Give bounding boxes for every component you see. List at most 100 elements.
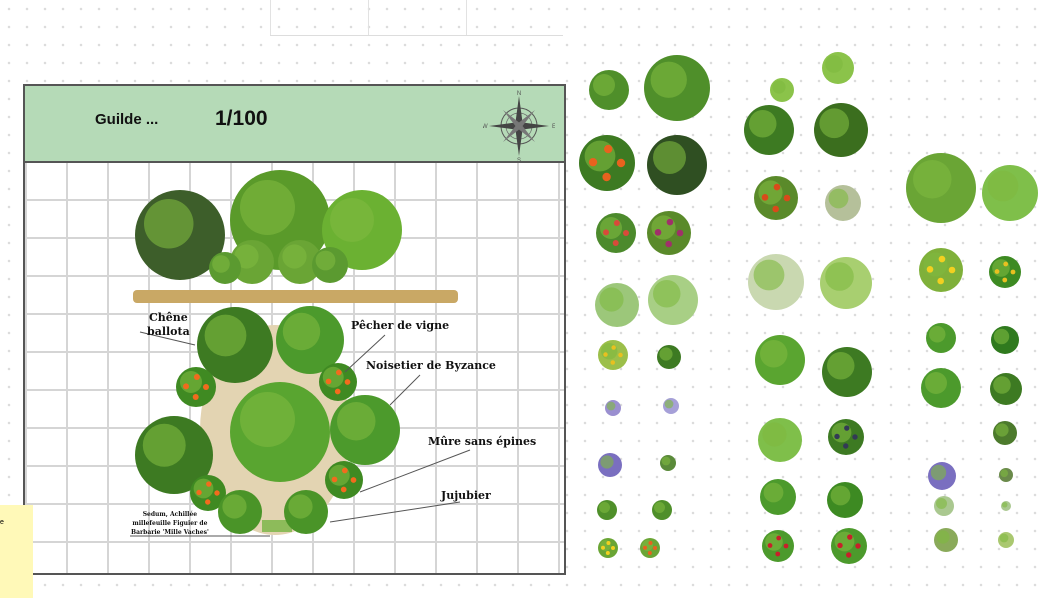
label-noisetier-de-byzance[interactable]: Noisetier de Byzance [366,359,496,372]
fruit-icon[interactable] [676,229,684,237]
plant-highlight[interactable] [995,423,1009,437]
plant-highlight[interactable] [664,399,674,409]
plant-highlight[interactable] [606,401,616,411]
fruit-icon[interactable] [612,239,619,246]
fruit-icon[interactable] [331,476,338,483]
fruit-icon[interactable] [616,158,626,168]
plant-highlight[interactable] [828,188,849,209]
plant-highlight[interactable] [144,199,194,249]
plant-highlight[interactable] [599,502,610,513]
plant-highlight[interactable] [653,141,686,174]
fruit-icon[interactable] [994,269,1000,274]
label-jujubier[interactable]: Jujubier [441,489,491,502]
fruit-icon[interactable] [926,266,934,273]
plant-highlight[interactable] [204,314,247,357]
plant-highlight[interactable] [337,402,376,441]
fruit-icon[interactable] [847,534,853,540]
fruit-icon[interactable] [855,543,861,549]
plant-highlight[interactable] [930,464,947,481]
plant-highlight[interactable] [760,340,788,368]
plant-highlight[interactable] [240,180,295,235]
fruit-icon[interactable] [601,545,606,550]
fruit-icon[interactable] [761,194,769,201]
plant-highlight[interactable] [762,422,787,447]
fruit-icon[interactable] [603,352,608,357]
plant-highlight[interactable] [330,198,374,242]
fruit-icon[interactable] [341,467,348,474]
plant-highlight[interactable] [601,343,618,360]
fruit-icon[interactable] [834,433,840,440]
fruit-icon[interactable] [654,229,662,236]
fruit-icon[interactable] [783,194,791,202]
fruit-icon[interactable] [937,277,944,285]
fruit-icon[interactable] [205,499,211,505]
label-pecher-de-vigne[interactable]: Pêcher de vigne [351,319,450,332]
ground-strip[interactable] [133,290,458,303]
plant-highlight[interactable] [993,328,1010,345]
fruit-icon[interactable] [852,434,858,440]
fruit-icon[interactable] [588,157,598,167]
fruit-icon[interactable] [196,489,202,496]
fruit-icon[interactable] [325,378,332,385]
fruit-icon[interactable] [603,229,610,236]
plant-highlight[interactable] [929,326,946,343]
fruit-icon[interactable] [203,384,209,390]
plant-highlight[interactable] [772,80,786,94]
fruit-icon[interactable] [666,218,674,226]
fruit-icon[interactable] [647,550,652,555]
sticky-note[interactable]: e [0,505,33,598]
fruit-icon[interactable] [605,550,610,555]
label-chene-ballota[interactable]: Chêne ballota [147,311,190,338]
plant-highlight[interactable] [765,533,783,551]
fruit-icon[interactable] [206,481,212,487]
fruit-icon[interactable] [611,345,616,350]
plant-highlight[interactable] [913,160,952,199]
sedum-group[interactable] [262,520,292,532]
plant-highlight[interactable] [993,376,1011,394]
fruit-icon[interactable] [665,240,672,248]
plant-highlight[interactable] [653,280,681,308]
fruit-icon[interactable] [344,379,351,385]
plant-highlight[interactable] [819,108,850,139]
plant-highlight[interactable] [661,456,671,466]
plant-highlight[interactable] [180,371,202,393]
fruit-icon[interactable] [193,374,200,381]
plant-highlight[interactable] [322,366,344,388]
plant-highlight[interactable] [825,262,854,291]
plant-highlight[interactable] [834,531,855,552]
fruit-icon[interactable] [604,144,613,154]
plant-highlight[interactable] [651,215,676,240]
fruit-icon[interactable] [340,486,347,493]
fruit-icon[interactable] [602,172,611,182]
plant-highlight[interactable] [758,180,783,205]
fruit-icon[interactable] [335,369,342,376]
fruit-icon[interactable] [948,266,956,274]
fruit-icon[interactable] [767,543,773,548]
plant-highlight[interactable] [240,392,295,447]
plant-highlight[interactable] [234,244,259,269]
plant-highlight[interactable] [282,244,307,269]
fruit-icon[interactable] [611,546,615,550]
fruit-icon[interactable] [775,551,781,557]
plant-highlight[interactable] [654,502,665,513]
fruit-icon[interactable] [648,541,653,546]
fruit-icon[interactable] [773,183,781,191]
plant-highlight[interactable] [600,455,614,469]
plant-highlight[interactable] [1002,502,1008,508]
fruit-icon[interactable] [772,205,779,213]
plant-highlight[interactable] [987,170,1019,202]
plant-highlight[interactable] [288,494,313,519]
plant-highlight[interactable] [763,482,784,503]
fruit-icon[interactable] [783,543,789,549]
plant-highlight[interactable] [193,478,214,499]
plant-highlight[interactable] [593,74,615,96]
fruit-icon[interactable] [653,546,657,550]
fruit-icon[interactable] [938,255,946,263]
plant-highlight[interactable] [222,494,247,519]
plant-highlight[interactable] [1000,469,1009,478]
fruit-icon[interactable] [1010,269,1016,275]
fruit-icon[interactable] [837,542,843,549]
plant-highlight[interactable] [600,217,622,239]
plant-highlight[interactable] [999,533,1009,543]
fruit-icon[interactable] [183,383,190,390]
